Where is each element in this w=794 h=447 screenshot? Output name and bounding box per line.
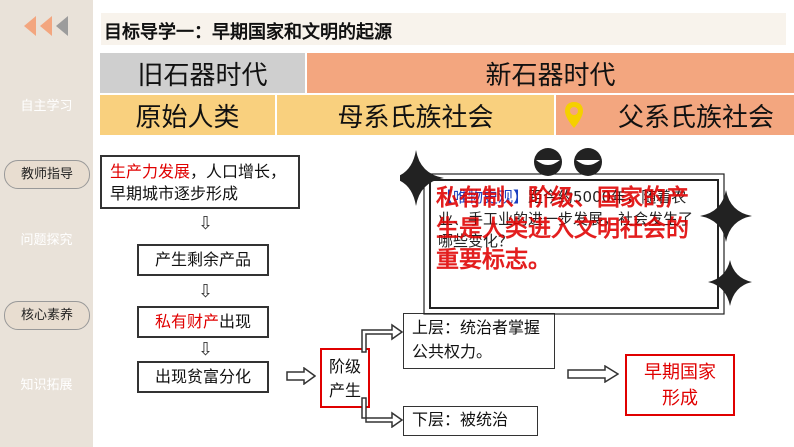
sidebar-item-teacher-guidance[interactable]: 教师指导 xyxy=(4,160,90,189)
era-primitive-humans: 原始人类 xyxy=(100,95,275,135)
flow-box-surplus: 产生剩余产品 xyxy=(137,244,269,276)
sidebar: 自主学习 教师指导 问题探究 核心素养 知识拓展 xyxy=(0,0,93,447)
down-arrow-icon: ⇩ xyxy=(198,281,214,302)
page-title: 目标导学一：早期国家和文明的起源 xyxy=(104,22,392,43)
sidebar-item-self-study[interactable]: 自主学习 xyxy=(20,99,73,114)
right-arrow-icon xyxy=(286,367,316,385)
sidebar-item-knowledge-extension[interactable]: 知识拓展 xyxy=(20,378,73,393)
era-patrilineal-label: 父系氏族社会 xyxy=(617,102,774,133)
location-pin-icon xyxy=(565,102,583,128)
appear-label: 出现 xyxy=(219,312,252,331)
callout-tag: 【唯物史观】 xyxy=(438,188,529,206)
lower-class-box: 下层：被统治 xyxy=(403,406,538,436)
down-arrow-icon: ⇩ xyxy=(198,213,214,234)
flow-box-private-property: 私有财产出现 xyxy=(137,306,269,338)
private-property-label: 私有财产 xyxy=(154,312,219,331)
sidebar-item-core-literacy[interactable]: 核心素养 xyxy=(4,301,90,330)
callout-frame xyxy=(400,148,752,315)
class-emergence-box: 阶级产生 xyxy=(320,348,370,408)
era-patrilineal: 父系氏族社会 xyxy=(556,95,794,135)
flow-box-productivity: 生产力发展，人口增长，早期城市逐步形成 xyxy=(100,155,300,209)
early-state-box: 早期国家形成 xyxy=(625,354,735,416)
era-matrilineal: 母系氏族社会 xyxy=(277,95,554,135)
callout-body: 【唯物史观】距今约5000年，随着农业、手工业的进一步发展，社会发生了哪些变化？ xyxy=(438,186,706,252)
productivity-label: 生产力发展 xyxy=(110,162,191,181)
back-arrows-icon[interactable] xyxy=(22,14,74,38)
flow-box-wealth-gap: 出现贫富分化 xyxy=(137,361,269,393)
title-bar xyxy=(101,13,786,45)
era-old-stone-age: 旧石器时代 xyxy=(100,53,305,93)
right-arrow-icon xyxy=(567,365,619,383)
era-new-stone-age: 新石器时代 xyxy=(307,53,794,93)
sidebar-item-problem-inquiry[interactable]: 问题探究 xyxy=(20,233,73,248)
branch-arrows-icon xyxy=(361,323,404,428)
down-arrow-icon: ⇩ xyxy=(198,339,214,360)
upper-class-box: 上层：统治者掌握公共权力。 xyxy=(403,313,555,369)
callout-question: 距今约5000年，随着农业、手工业的进一步发展，社会发生了哪些变化？ xyxy=(438,188,694,250)
callout-overlay-text: 私有制、阶级、国家的产生是人类进入文明社会的重要标志。 xyxy=(436,185,689,273)
population-label: ，人口增长，早期城市逐步形成 xyxy=(110,162,287,203)
